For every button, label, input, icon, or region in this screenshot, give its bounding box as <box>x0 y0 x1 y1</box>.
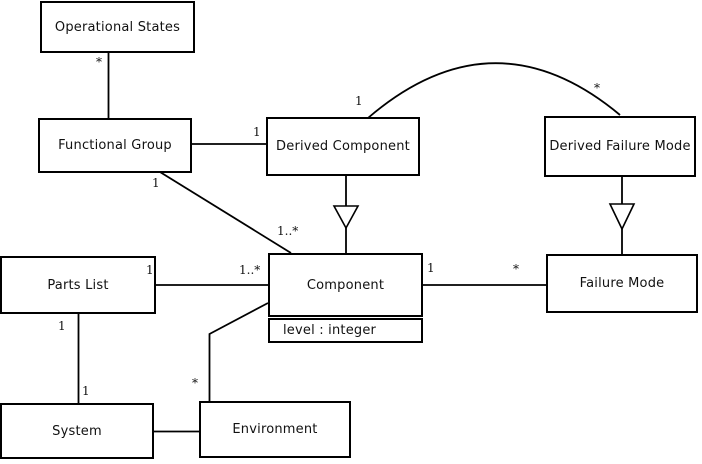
class-label: System <box>52 423 102 439</box>
class-label: Parts List <box>47 277 109 293</box>
multiplicity-comp-fm-at-failure-mode: * <box>513 262 519 276</box>
class-operational-states[interactable]: Operational States <box>40 1 195 53</box>
multiplicity-pl-comp-at-parts-list: 1 <box>146 263 154 277</box>
class-derived-failure-mode[interactable]: Derived Failure Mode <box>544 116 696 177</box>
edge-functional-group-component <box>159 171 292 254</box>
class-label: Environment <box>232 422 318 437</box>
multiplicity-arc-at-derived-component: 1 <box>355 94 363 108</box>
edge-component-environment <box>208 302 269 401</box>
class-parts-list[interactable]: Parts List <box>0 256 156 314</box>
multiplicity-fg-comp-at-component: 1..* <box>277 224 299 238</box>
edge-derived-component-derived-failure-mode-arc <box>367 62 621 119</box>
class-functional-group[interactable]: Functional Group <box>38 118 192 173</box>
multiplicity-pl-sys-at-parts-list: 1 <box>58 319 66 333</box>
multiplicity-comp-env-at-environment: * <box>192 376 198 390</box>
multiplicity-pl-sys-at-system: 1 <box>82 384 90 398</box>
class-environment[interactable]: Environment <box>199 401 351 458</box>
class-attribute-level: level : integer <box>283 323 377 338</box>
multiplicity-comp-fm-at-component: 1 <box>427 261 435 275</box>
class-label: Failure Mode <box>579 276 665 291</box>
class-failure-mode[interactable]: Failure Mode <box>546 254 698 313</box>
class-derived-component[interactable]: Derived Component <box>266 117 420 176</box>
class-label: Derived Component <box>276 139 410 154</box>
multiplicity-fg-dc-at-derived-component: 1 <box>253 125 261 139</box>
generalization-triangle-derived-failure-mode <box>608 203 636 231</box>
generalization-triangle-derived-component <box>332 205 360 230</box>
multiplicity-os-fg-at-operational-states: * <box>96 55 102 69</box>
multiplicity-arc-at-derived-failure-mode: * <box>594 81 600 95</box>
class-label: Component <box>306 277 385 293</box>
class-label: Functional Group <box>58 138 172 153</box>
multiplicity-pl-comp-at-component: 1..* <box>239 263 261 277</box>
multiplicity-fg-comp-at-functional-group: 1 <box>152 176 160 190</box>
class-component-name-compartment[interactable]: Component <box>268 253 423 317</box>
class-label: Derived Failure Mode <box>549 139 691 154</box>
class-label: Operational States <box>54 19 181 35</box>
class-component[interactable]: Component level : integer <box>268 253 423 343</box>
class-component-attribute-compartment[interactable]: level : integer <box>268 318 423 343</box>
class-system[interactable]: System <box>0 403 154 459</box>
